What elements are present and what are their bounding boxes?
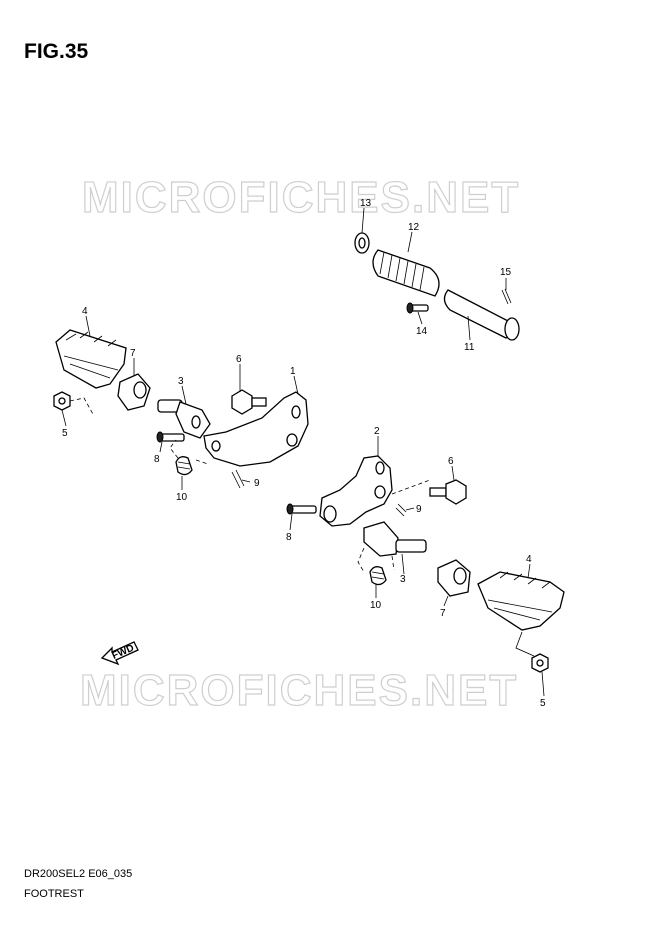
peg-part-11 (443, 289, 520, 341)
callout-5-right: 5 (540, 698, 546, 709)
nut-part-5-right (531, 653, 549, 673)
callout-10-right: 10 (370, 600, 382, 611)
bolt-part-8-left (156, 431, 185, 443)
callout-7-left: 7 (130, 348, 136, 359)
shaft-part-3-left (157, 399, 211, 439)
leader-dash-10-right (357, 547, 395, 573)
watermark-top: MICROFICHES.NET (82, 173, 520, 222)
cotter-pin-part-9-left (231, 469, 245, 489)
diagram-name: FOOTREST (24, 888, 84, 900)
callout-10-left: 10 (176, 492, 188, 503)
callout-12: 12 (408, 222, 420, 233)
callout-4-left: 4 (82, 306, 88, 317)
bolt-part-6-left (231, 389, 267, 415)
callout-6-right: 6 (448, 456, 454, 467)
callout-4-right: 4 (526, 554, 532, 565)
shaft-part-3-right (363, 521, 427, 557)
cotter-pin-part-9-right (395, 503, 407, 517)
watermark-bottom: MICROFICHES.NET (80, 666, 518, 715)
cotter-pin-part-15 (501, 288, 512, 305)
bracket-part-1 (203, 391, 309, 467)
callout-14: 14 (416, 326, 428, 337)
spring-part-10-right (369, 566, 387, 586)
collar-part-7-right (437, 559, 471, 597)
forward-arrow-icon: FWD (100, 641, 139, 666)
pin-part-14 (406, 302, 429, 314)
callout-13: 13 (360, 198, 372, 209)
footrest-part-4-left (55, 329, 127, 389)
spring-part-10-left (175, 456, 193, 476)
washer-part-13 (354, 232, 370, 254)
bolt-part-8-right (286, 503, 317, 515)
leader-dash-6-right (391, 479, 431, 495)
callout-1: 1 (290, 366, 296, 377)
callout-7-right: 7 (440, 608, 446, 619)
forward-arrow-label: FWD (110, 643, 135, 662)
callout-5-left: 5 (62, 428, 68, 439)
callout-9-right: 9 (416, 504, 422, 515)
callout-3-right: 3 (400, 574, 406, 585)
leader-lines (61, 207, 545, 697)
leader-dash-5-left (69, 397, 95, 417)
footrest-part-4-right (477, 571, 565, 631)
leader-line-5-right (515, 631, 535, 657)
rubber-part-12 (372, 249, 440, 297)
callout-11: 11 (464, 342, 475, 353)
callout-6-left: 6 (236, 354, 242, 365)
callout-3-left: 3 (178, 376, 184, 387)
callout-15: 15 (500, 267, 512, 278)
callout-2: 2 (374, 426, 380, 437)
callout-8-right: 8 (286, 532, 292, 543)
nut-part-5-left (53, 391, 71, 411)
bolt-part-6-right (429, 479, 467, 505)
figure-title: FIG.35 (24, 40, 89, 63)
callout-9-left: 9 (254, 478, 260, 489)
callout-8-left: 8 (154, 454, 160, 465)
diagram-code: DR200SEL2 E06_035 (24, 868, 133, 880)
leader-dash-10-left (169, 439, 209, 465)
collar-part-7-left (117, 373, 151, 411)
bracket-part-2 (319, 455, 393, 527)
